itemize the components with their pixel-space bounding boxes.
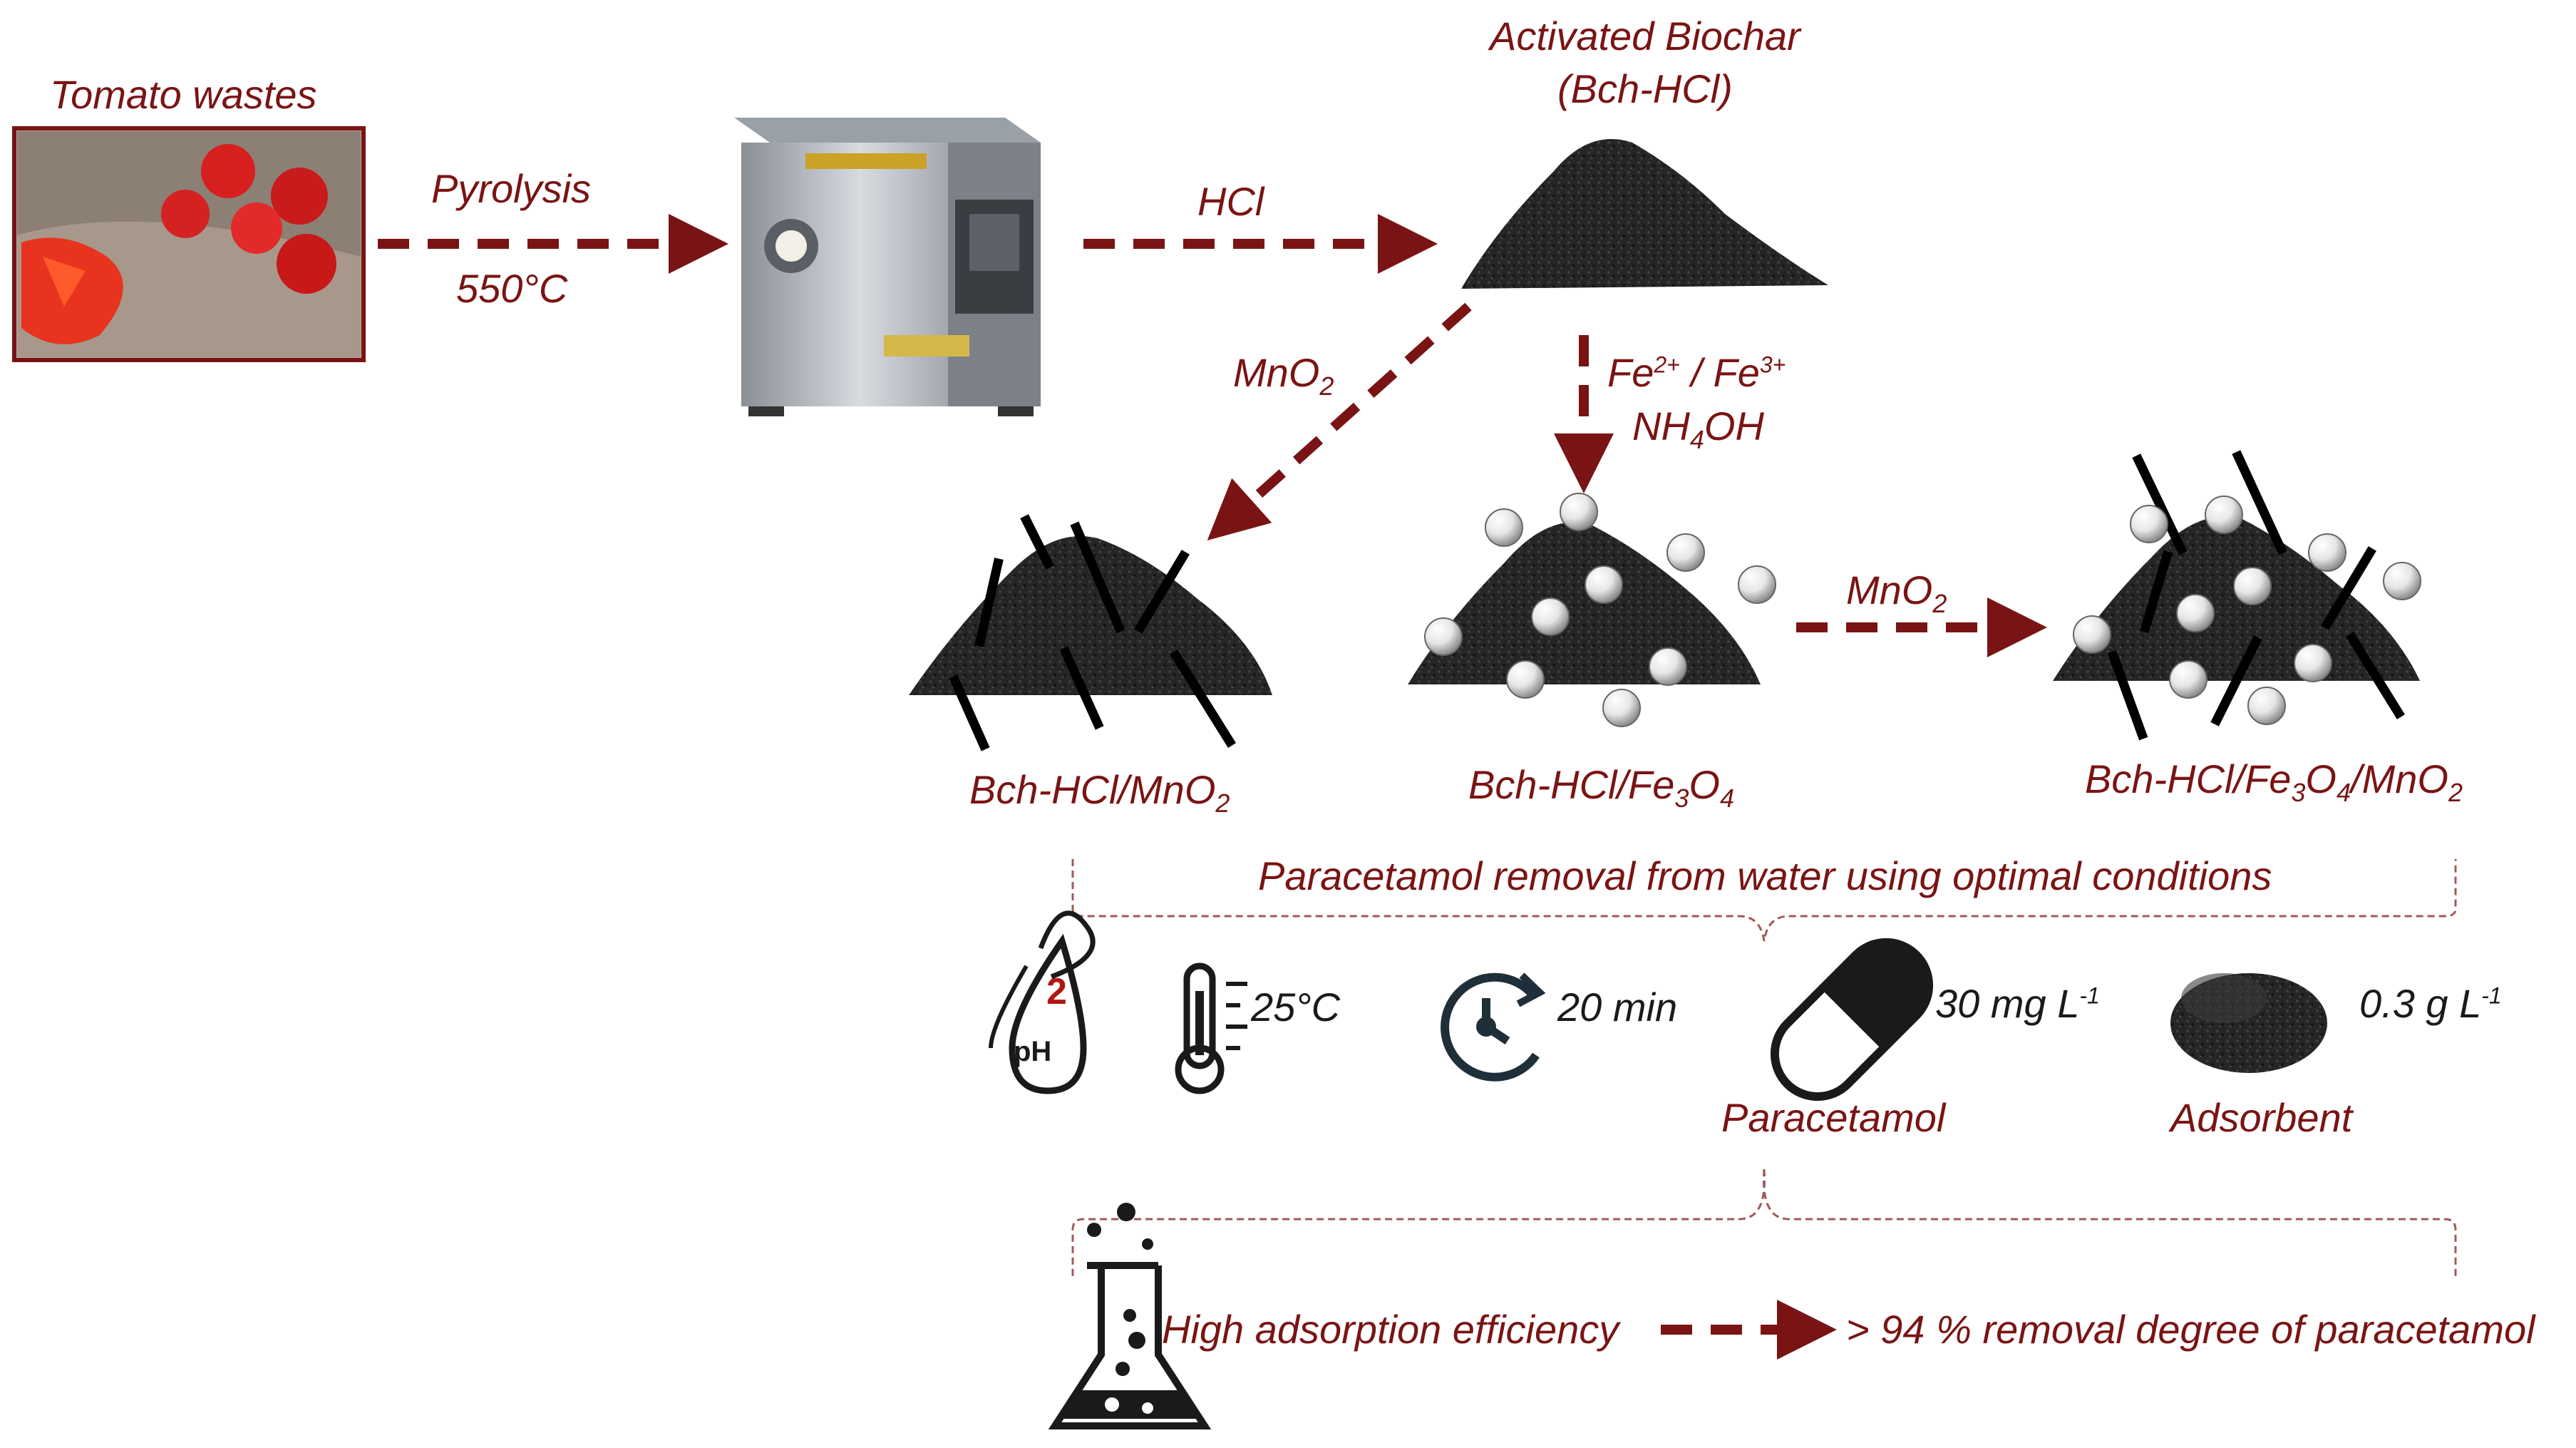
ph-text: pH (1014, 1036, 1051, 1067)
biochar-mno2-pile (909, 514, 1272, 751)
product-bch-hcl-fe3o4-mno2: Bch-HCl/Fe3O4/MnO2 (2085, 756, 2463, 808)
concentration-value: 30 mg L-1 (1935, 981, 2100, 1026)
hcl-label: HCl (1197, 179, 1264, 224)
arrow-mno2-left (1207, 302, 1472, 541)
paracetamol-label: Paracetamol (1721, 1095, 1946, 1140)
mno2-left-label: MnO2 (1233, 350, 1334, 401)
time-value: 20 min (1557, 985, 1678, 1029)
conditions-title: Paracetamol removal from water using opt… (1258, 853, 2272, 898)
removal-label: > 94 % removal degree of paracetamol (1846, 1307, 2535, 1352)
adsorbent-label: Adsorbent (2170, 1095, 2353, 1140)
capsule-icon (1770, 938, 1934, 1102)
adsorbent-powder-icon (2170, 973, 2327, 1073)
ph-value: 2 (1046, 971, 1067, 1012)
fe-ions-label: Fe2+ / Fe3+ (1607, 350, 1786, 395)
nh4oh-label: NH4OH (1632, 404, 1764, 455)
temperature-value: 25°C (1251, 985, 1341, 1029)
biochar-fe3o4-mno2-pile (2053, 450, 2421, 741)
activated-biochar-label: Activated Biochar (1490, 14, 1800, 58)
thermometer-icon (1175, 962, 1247, 1094)
tomato-wastes-label: Tomato wastes (50, 72, 317, 117)
activated-biochar-pile (1461, 139, 1828, 289)
activated-biochar-code: (Bch-HCl) (1557, 66, 1733, 111)
tomato-photo (12, 126, 366, 362)
dose-value: 0.3 g L-1 (2359, 981, 2502, 1026)
ph-drop-icon (989, 910, 1096, 1094)
result-brace (1071, 1169, 2457, 1276)
flask-icon (1048, 1203, 1212, 1429)
product-bch-hcl-fe3o4: Bch-HCl/Fe3O4 (1468, 762, 1735, 813)
efficiency-label: High adsorption efficiency (1162, 1307, 1619, 1352)
product-bch-hcl-mno2: Bch-HCl/MnO2 (969, 767, 1230, 818)
pyrolysis-temp-label: 550°C (456, 266, 568, 311)
biochar-fe3o4-pile (1408, 493, 1776, 727)
pyrolysis-label: Pyrolysis (431, 166, 592, 211)
tube-furnace-photo (734, 118, 1041, 416)
clock-icon (1441, 972, 1546, 1082)
mno2-right-label: MnO2 (1846, 568, 1947, 619)
